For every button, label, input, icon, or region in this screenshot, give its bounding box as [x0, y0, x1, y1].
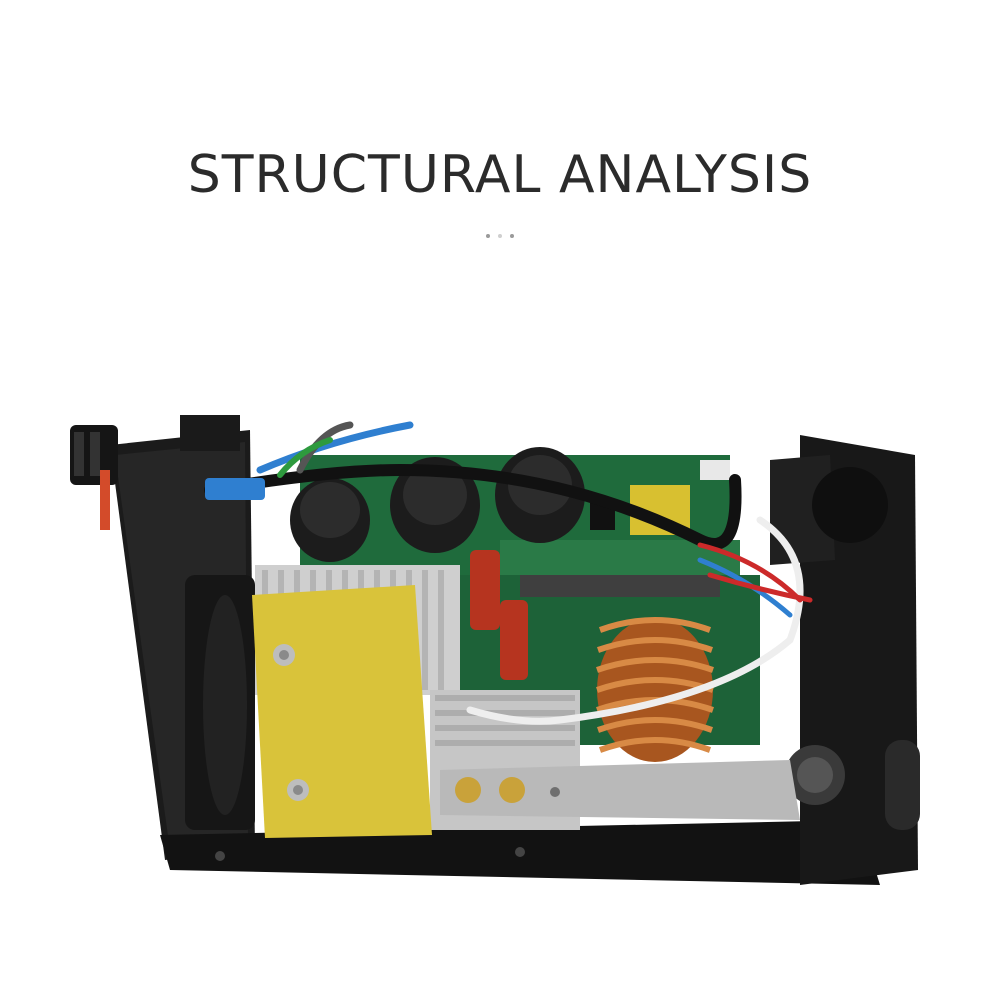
- carousel-dot[interactable]: [510, 234, 514, 238]
- front-panel: [770, 435, 920, 885]
- copper-coil: [596, 617, 714, 762]
- page-title: STRUCTURAL ANALYSIS: [187, 145, 813, 205]
- insulator-board: [252, 585, 432, 838]
- carousel-dot[interactable]: [486, 234, 490, 238]
- cooling-fan: [185, 575, 255, 830]
- bus-bar: [440, 760, 800, 820]
- carousel-dot-active[interactable]: [498, 234, 502, 238]
- wires: [204, 421, 813, 725]
- carousel-dots: [0, 234, 1000, 238]
- capacitors: [290, 447, 585, 680]
